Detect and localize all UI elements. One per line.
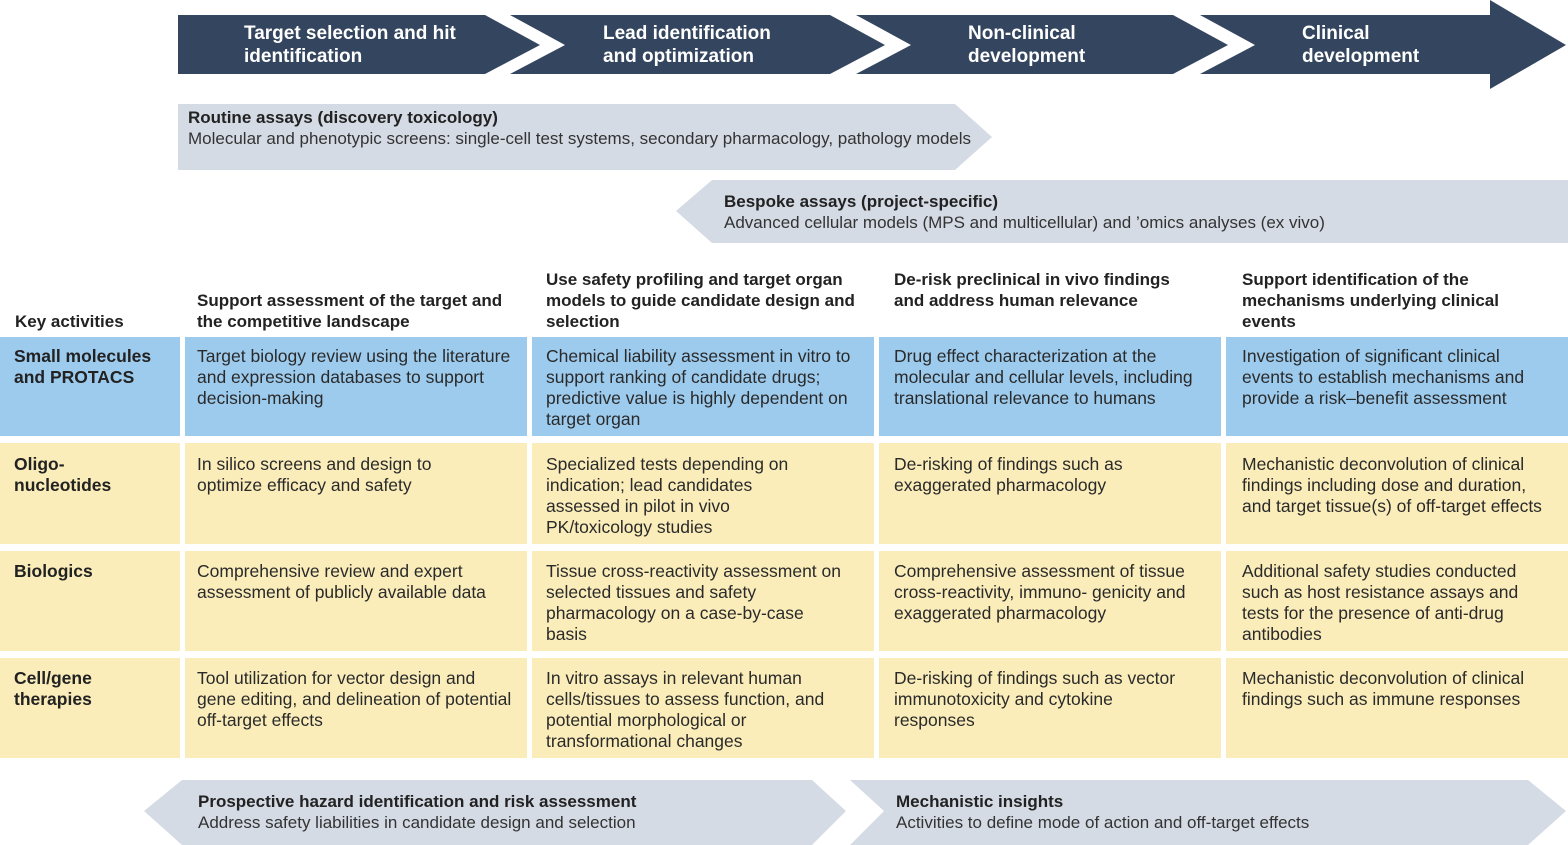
cell-biologics-nonclinical: Comprehensive assessment of tissue cross… [894, 561, 1186, 623]
cell-oligonucleotides-clinical: Mechanistic deconvolution of clinical fi… [1242, 454, 1542, 516]
phase-arrow-4 [1200, 0, 1566, 89]
routine-assays-title: Routine assays (discovery toxicology) [188, 108, 498, 127]
cell-biologics-clinical: Additional safety studies conducted such… [1242, 561, 1519, 644]
cell-cell-gene-lead: In vitro assays in relevant human cells/… [546, 668, 825, 751]
row-label-oligonucleotides: Oligo- nucleotides [14, 454, 112, 495]
mechanistic-insights-text: Activities to define mode of action and … [896, 813, 1310, 832]
cell-oligonucleotides-nonclinical: De-risking of findings such as exaggerat… [894, 454, 1123, 495]
phase-arrow-1 [178, 15, 540, 74]
column-header-target-selection: Support assessment of the target and the… [197, 291, 503, 331]
cell-biologics-target: Comprehensive review and expert assessme… [197, 561, 486, 602]
column-header-lead-identification: Use safety profiling and target organ mo… [546, 270, 855, 331]
cell-cell-gene-target: Tool utilization for vector design and g… [197, 668, 512, 730]
hazard-identification: Prospective hazard identification and ri… [198, 791, 818, 833]
routine-assays-band [178, 104, 992, 170]
cell-oligonucleotides-lead: Specialized tests depending on indicatio… [546, 454, 789, 537]
phase-arrow-3 [856, 15, 1228, 74]
mechanistic-insights-band [850, 780, 1566, 845]
bespoke-assays-band [676, 180, 1568, 243]
phase-label-non-clinical: Non-clinical development [968, 23, 1086, 67]
row-label-biologics: Biologics [14, 561, 93, 581]
phase-arrow-2 [510, 15, 885, 74]
mechanistic-insights: Mechanistic insights Activities to defin… [896, 791, 1516, 833]
table-row-backgrounds [0, 337, 1568, 758]
hazard-identification-band [144, 780, 846, 845]
column-header-non-clinical: De-risk preclinical in vivo findings and… [894, 270, 1170, 310]
cell-cell-gene-nonclinical: De-risking of findings such as vector im… [894, 668, 1176, 730]
mechanistic-insights-title: Mechanistic insights [896, 792, 1064, 811]
column-header-clinical: Support identification of the mechanisms… [1242, 270, 1499, 331]
cell-small-molecules-lead: Chemical liability assessment in vitro t… [546, 346, 851, 429]
cell-oligonucleotides-target: In silico screens and design to optimize… [197, 454, 432, 495]
row-label-cell-gene-therapies: Cell/gene therapies [14, 668, 92, 709]
hazard-identification-title: Prospective hazard identification and ri… [198, 792, 637, 811]
routine-assays: Routine assays (discovery toxicology) Mo… [188, 107, 978, 149]
bespoke-assays-title: Bespoke assays (project-specific) [724, 192, 999, 211]
cell-biologics-lead: Tissue cross-reactivity assessment on se… [546, 561, 841, 644]
phase-label-target-selection: Target selection and hit identification [244, 23, 456, 67]
cell-small-molecules-target: Target biology review using the literatu… [197, 346, 511, 408]
row-label-small-molecules: Small molecules and PROTACS [14, 346, 152, 387]
bespoke-assays-text: Advanced cellular models (MPS and multic… [724, 213, 1325, 232]
cell-small-molecules-clinical: Investigation of significant clinical ev… [1242, 346, 1525, 408]
cell-small-molecules-nonclinical: Drug effect characterization at the mole… [894, 346, 1193, 408]
key-activities-label: Key activities [15, 312, 124, 331]
phase-label-clinical: Clinical development [1302, 23, 1420, 67]
routine-assays-text: Molecular and phenotypic screens: single… [188, 129, 972, 148]
cell-cell-gene-clinical: Mechanistic deconvolution of clinical fi… [1242, 668, 1525, 709]
bespoke-assays: Bespoke assays (project-specific) Advanc… [724, 191, 1564, 233]
phase-label-lead-identification: Lead identification and optimization [603, 23, 771, 67]
hazard-identification-text: Address safety liabilities in candidate … [198, 813, 636, 832]
